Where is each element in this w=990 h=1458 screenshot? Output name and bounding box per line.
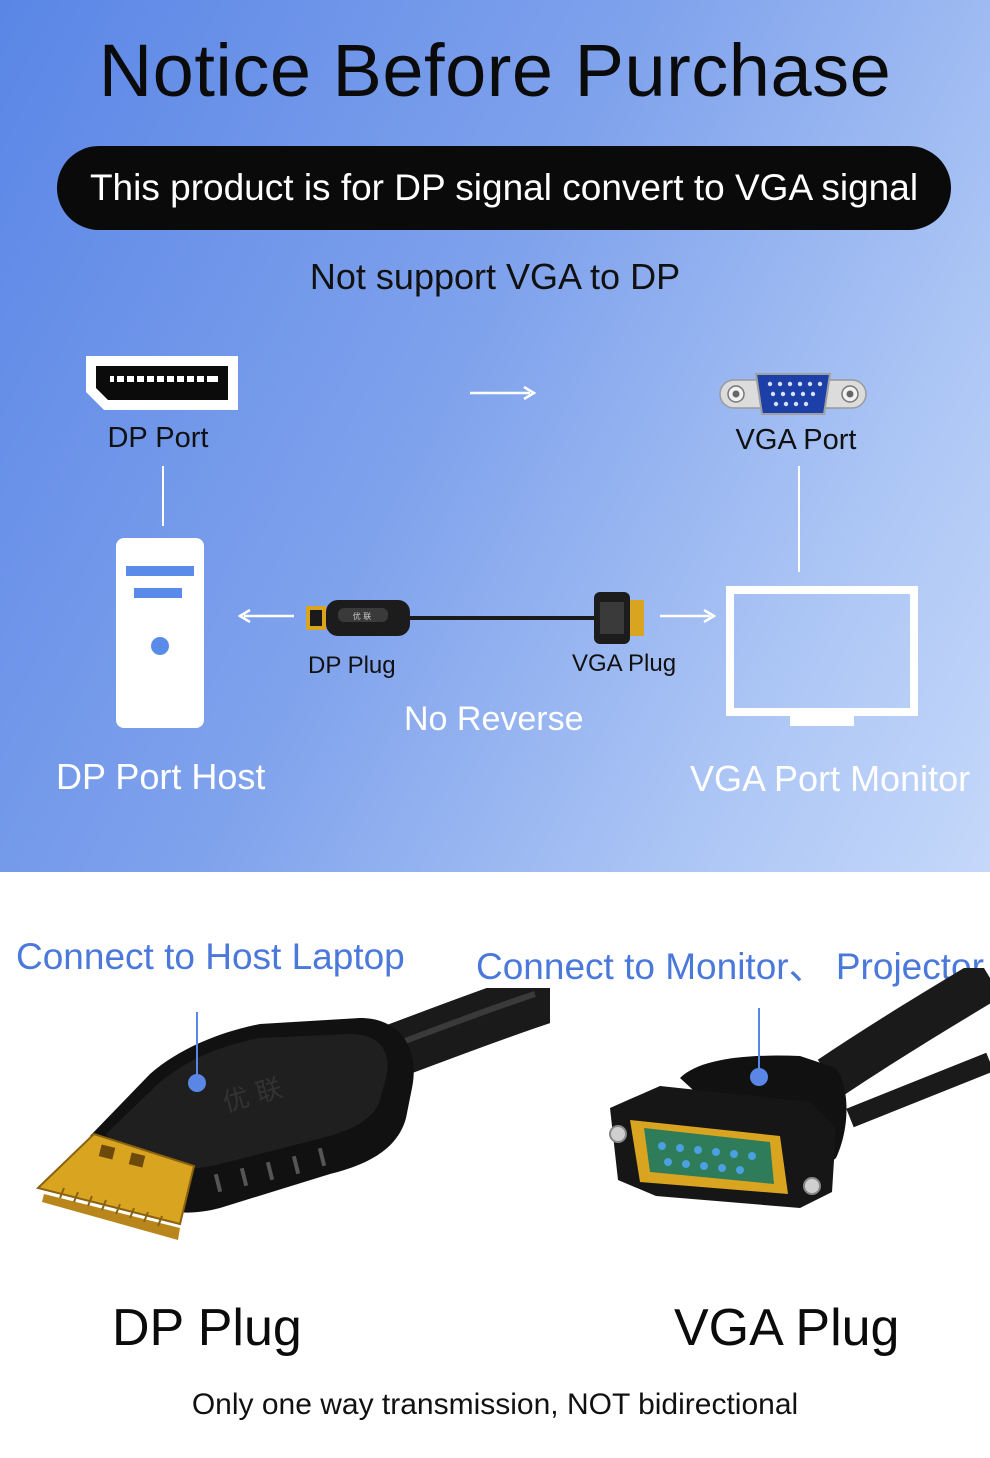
vga-connection-caption: Connect to Monitor、 Projector: [476, 946, 984, 987]
vga-port-label: VGA Port: [735, 424, 857, 456]
dp-plug-photo: 优 联: [36, 988, 550, 1240]
dp-connection-caption: Connect to Host Laptop: [16, 936, 405, 977]
vga-plug-label: VGA Plug: [572, 650, 677, 677]
vga-caption-pointer-dot: [750, 1068, 768, 1086]
diagram-panel: Notice Before Purchase This product is f…: [0, 0, 990, 872]
dp-port-label: DP Port: [107, 422, 209, 454]
dp-port-connector-line: [162, 466, 164, 526]
dp-port-icon: [86, 356, 238, 410]
notice-banner: This product is for DP signal convert to…: [57, 146, 951, 230]
vga-caption-pointer-line: [758, 1008, 760, 1074]
cable-diagram: 优 联: [306, 592, 644, 644]
arrow-left-icon: [238, 608, 294, 624]
product-photo-panel: Connect to Host Laptop Connect to Monito…: [0, 872, 990, 1458]
desktop-host-icon: [116, 538, 204, 728]
dp-plug-label: DP Plug: [308, 652, 396, 679]
no-reverse-note: No Reverse: [404, 700, 584, 738]
dp-caption-pointer-dot: [188, 1074, 206, 1092]
arrow-right-icon: [660, 608, 716, 624]
transmission-note: Only one way transmission, NOT bidirecti…: [191, 1388, 799, 1421]
vga-port-icon: [719, 373, 867, 415]
page-title: Notice Before Purchase: [98, 29, 892, 112]
dp-caption-pointer-line: [196, 1012, 198, 1078]
vga-port-connector-line: [798, 466, 800, 572]
vga-plug-mini-icon: [594, 592, 644, 644]
monitor-label: VGA Port Monitor: [690, 758, 971, 799]
monitor-icon: [726, 586, 918, 726]
not-supported-note: Not support VGA to DP: [309, 256, 681, 297]
dp-plug-title: DP Plug: [112, 1299, 302, 1357]
arrow-right-icon: [470, 385, 537, 401]
cable-brand-mark: 优 联: [353, 611, 372, 621]
dp-plug-mini-icon: 优 联: [306, 600, 410, 636]
host-label: DP Port Host: [56, 756, 266, 797]
notice-banner-text: This product is for DP signal convert to…: [89, 167, 919, 208]
vga-plug-title: VGA Plug: [674, 1299, 900, 1357]
vga-plug-photo: [609, 968, 990, 1208]
